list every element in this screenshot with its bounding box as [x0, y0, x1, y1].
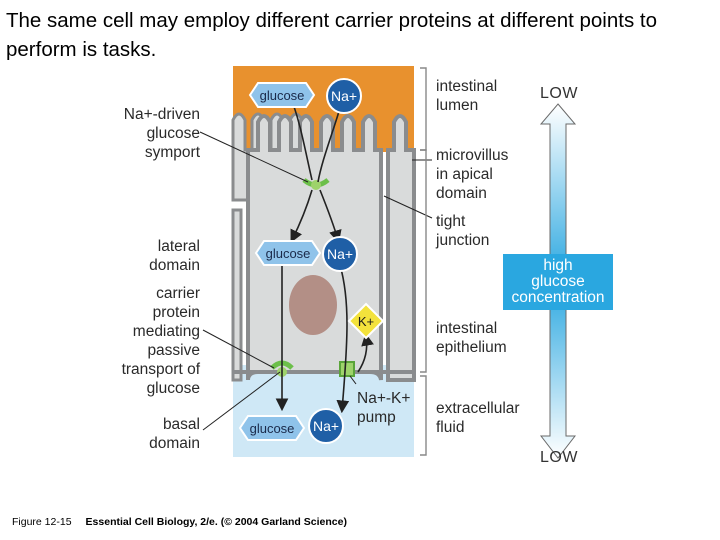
label-na-k-pump: Na+-K+ pump — [357, 390, 411, 426]
leader-symport — [199, 131, 309, 183]
na-extracellular: Na+ — [308, 408, 344, 444]
glucose-lumen: glucose — [248, 82, 316, 108]
svg-text:glucose: glucose — [266, 246, 311, 261]
glucose-cytosol: glucose — [254, 240, 322, 266]
svg-text:Na+: Na+ — [327, 246, 353, 262]
svg-text:Na+: Na+ — [313, 418, 339, 434]
caption-figure-number: Figure 12-15 — [12, 516, 72, 528]
label-intestinal-lumen: intestinal lumen — [436, 78, 498, 114]
svg-text:K+: K+ — [358, 314, 374, 329]
label-lateral-domain: lateral domain — [149, 238, 200, 274]
leader-na-k-pump — [349, 375, 357, 385]
svg-text:glucose: glucose — [250, 421, 295, 436]
svg-text:glucose: glucose — [260, 88, 305, 103]
gradient-low-bottom: LOW — [540, 449, 578, 466]
na-lumen: Na+ — [326, 78, 362, 114]
glucose-extracellular: glucose — [238, 415, 306, 441]
gradient-high-box: high glucose concentration — [503, 254, 613, 310]
bracket-epithelium — [420, 149, 427, 373]
label-basal-domain: basal domain — [149, 416, 200, 452]
na-k-pump-transporter — [339, 361, 355, 377]
na-exit-arrow — [336, 264, 350, 414]
label-carrier-protein: carrier protein mediating passive transp… — [121, 285, 200, 397]
caption-source: Essential Cell Biology, 2/e. (© 2004 Gar… — [85, 516, 347, 528]
bracket-lumen — [420, 67, 427, 151]
label-intestinal-epithelium: intestinal epithelium — [436, 320, 507, 356]
k-cytosol: K+ — [347, 302, 385, 340]
epithelial-cell-far-left — [231, 208, 243, 382]
gradient-high-label: high glucose concentration — [511, 257, 605, 306]
label-extracellular-fluid: extracellular fluid — [436, 400, 520, 436]
leader-tight-junction — [383, 195, 433, 219]
slide-title: The same cell may employ different carri… — [6, 9, 657, 61]
figure-caption: Figure 12-15 Essential Cell Biology, 2/e.… — [12, 516, 347, 528]
leader-carrier — [202, 329, 275, 369]
nucleus — [289, 275, 337, 335]
label-symport: Na+-driven glucose symport — [123, 106, 200, 161]
gradient-low-top: LOW — [540, 85, 578, 102]
svg-text:Na+: Na+ — [331, 88, 357, 104]
label-tight-junction: tight junction — [436, 213, 490, 249]
leader-basal — [202, 371, 281, 431]
na-cytosol: Na+ — [322, 236, 358, 272]
epithelial-cell-right — [386, 114, 416, 382]
glucose-to-cytosol-arrow — [290, 189, 313, 243]
label-microvillus: microvillus in apical domain — [436, 147, 509, 202]
bracket-extracellular — [420, 375, 427, 456]
na-entry-arrow — [317, 107, 341, 183]
